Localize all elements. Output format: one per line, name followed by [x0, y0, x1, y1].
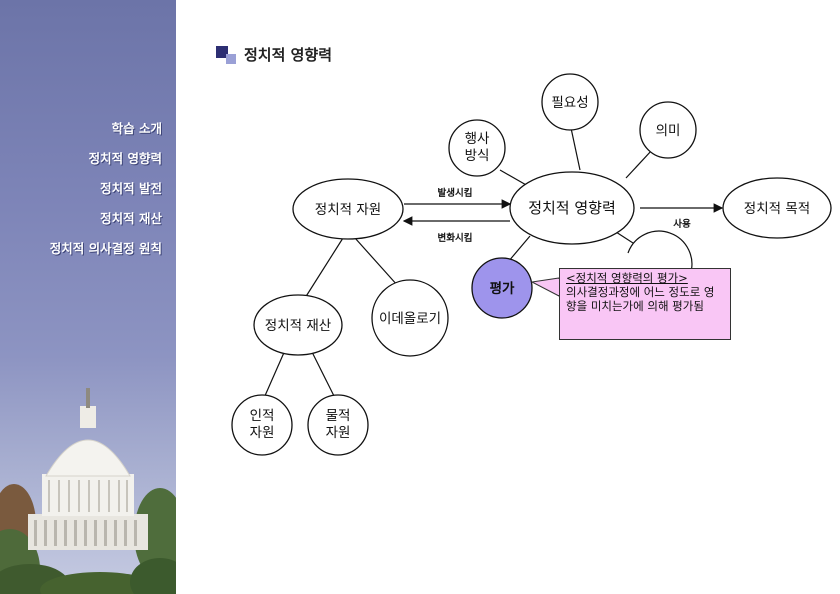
edge-label-generate: 발생시킴: [438, 187, 473, 199]
node-political-purpose: [722, 177, 832, 239]
node-political-influence: [509, 171, 635, 245]
edge-label-use: 사용: [673, 218, 691, 230]
evaluation-callout: <정치적 영향력의 평가> 의사결정과정에 어느 정도로 영향을 미치는가에 의…: [559, 268, 731, 340]
node-ideology: [371, 279, 449, 357]
label-method-line1: 행사: [465, 131, 490, 147]
label-human-line1: 인적: [250, 408, 275, 424]
node-evaluation: [471, 257, 533, 319]
label-political-asset: 정치적 재산: [265, 318, 331, 334]
sidebar-item-political-assets[interactable]: 정치적 재산: [100, 211, 162, 226]
sidebar-item-decision-principles[interactable]: 정치적 의사결정 원칙: [49, 241, 162, 256]
callout-body: 의사결정과정에 어느 정도로 영향을 미치는가에 의해 평가됨: [566, 285, 715, 313]
label-material-line2: 자원: [326, 425, 351, 441]
label-political-resource: 정치적 자원: [315, 202, 381, 218]
edge-label-change: 변화시킴: [438, 232, 473, 244]
node-material-resource: [307, 394, 369, 456]
label-political-purpose: 정치적 목적: [744, 201, 810, 217]
node-exercise-method: [448, 119, 506, 177]
sidebar-item-political-development[interactable]: 정치적 발전: [100, 181, 162, 196]
label-ideology: 이데올로기: [379, 311, 441, 327]
page-title-text: 정치적 영향력: [244, 46, 333, 64]
square-bullet-icon: [216, 46, 236, 64]
node-political-resource: [292, 178, 404, 240]
node-necessity: [541, 73, 599, 131]
sidebar-item-intro[interactable]: 학습 소개: [111, 121, 162, 136]
label-political-influence: 정치적 영향력: [528, 199, 616, 217]
label-material-line1: 물적: [326, 408, 351, 424]
label-necessity: 필요성: [551, 95, 588, 111]
callout-title: <정치적 영향력의 평가>: [566, 271, 688, 285]
node-human-resource: [231, 394, 293, 456]
sidebar: 학습 소개 정치적 영향력 정치적 발전 정치적 재산 정치적 의사결정 원칙: [0, 0, 176, 594]
label-method-line2: 방식: [465, 148, 490, 164]
node-political-asset: [253, 294, 343, 356]
capitol-building-image: [0, 388, 176, 594]
influence-diagram: 정치적 영향력 정치적 자원 정치적 목적 필요성 의미 행사 방식 정치적 재…: [231, 73, 832, 456]
label-evaluation: 평가: [490, 280, 515, 297]
label-human-line2: 자원: [250, 425, 275, 441]
label-meaning: 의미: [656, 123, 681, 139]
node-meaning: [639, 101, 697, 159]
sidebar-item-political-influence[interactable]: 정치적 영향력: [88, 151, 162, 166]
